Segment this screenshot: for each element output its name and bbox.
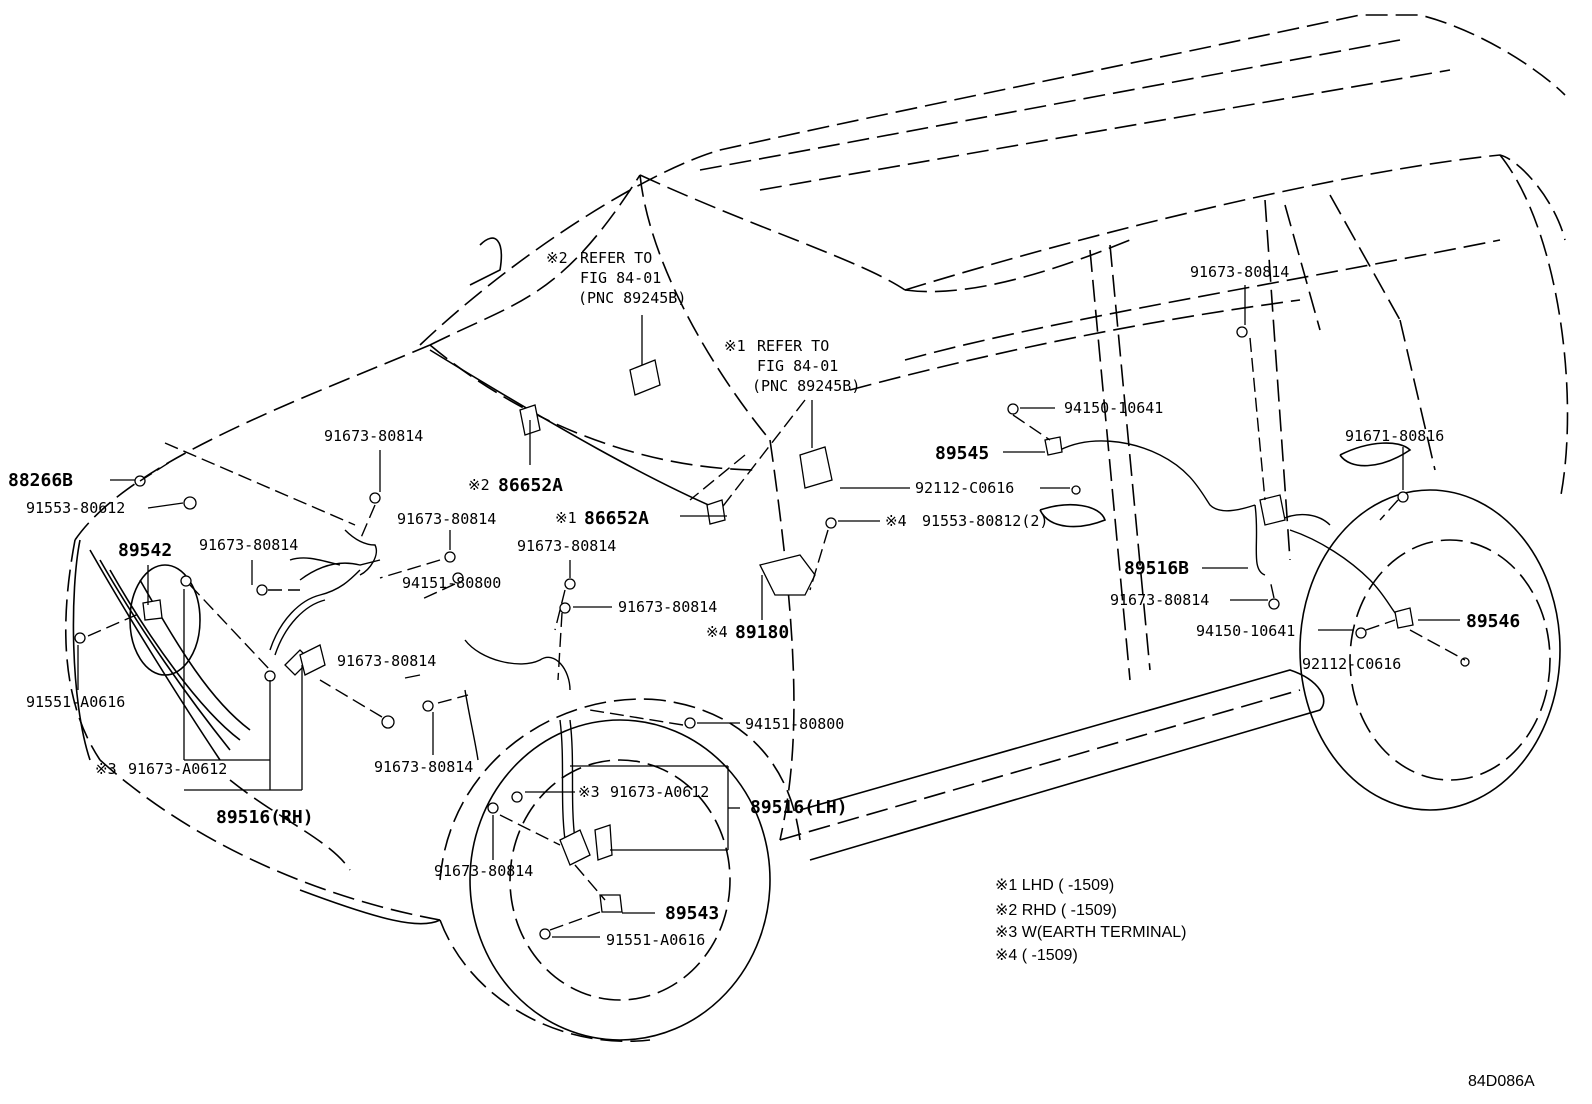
label-91551-A0616-left[interactable]: 91551-A0616: [26, 693, 125, 711]
mark-1-86652A: ※1: [555, 509, 577, 527]
refer2-line3: (PNC 89245B): [578, 289, 686, 307]
note-3: ※3 W(EARTH TERMINAL): [995, 924, 1187, 941]
refer2-line2: FIG 84-01: [580, 269, 661, 287]
label-94150-10641-b[interactable]: 94150-10641: [1196, 622, 1295, 640]
note-1: ※1 LHD ( -1509): [995, 877, 1114, 894]
mark-4-91553: ※4: [885, 512, 907, 530]
label-91673-80814-e[interactable]: 91673-80814: [618, 598, 717, 616]
wire-harness-front-rh: [269, 529, 381, 676]
mark-3-rh: ※3: [95, 760, 117, 778]
label-89516-lh[interactable]: 89516(LH): [750, 797, 848, 818]
label-89516-rh[interactable]: 89516(RH): [216, 807, 314, 828]
refer1-line1: REFER TO: [757, 337, 829, 355]
mark-2-refer: ※2: [546, 249, 568, 267]
label-92112-C0616-b[interactable]: 92112-C0616: [1302, 655, 1401, 673]
label-89545[interactable]: 89545: [935, 443, 989, 464]
label-89543[interactable]: 89543: [665, 903, 719, 924]
label-91671-80816[interactable]: 91671-80816: [1345, 427, 1444, 445]
label-94151-80800-b[interactable]: 94151-80800: [745, 715, 844, 733]
refer1-line2: FIG 84-01: [757, 357, 838, 375]
label-89542[interactable]: 89542: [118, 540, 172, 561]
label-94150-10641-a[interactable]: 94150-10641: [1064, 399, 1163, 417]
label-91673-80814-f[interactable]: 91673-80814: [337, 652, 436, 670]
mark-2-86652A: ※2: [468, 476, 490, 494]
leader-lines: [77, 285, 1466, 938]
label-91673-80814-g[interactable]: 91673-80814: [374, 758, 473, 776]
small-parts: [74, 326, 1470, 940]
wire-harness-front-lh: [464, 639, 623, 913]
mark-3-lh: ※3: [578, 783, 600, 801]
mark-1-refer: ※1: [724, 337, 746, 355]
label-86652A-2[interactable]: 86652A: [498, 475, 563, 496]
note-2: ※2 RHD ( -1509): [995, 902, 1117, 919]
refer2-line1: REFER TO: [580, 249, 652, 267]
label-92112-C0616-a[interactable]: 92112-C0616: [915, 479, 1014, 497]
label-91673-80814-top[interactable]: 91673-80814: [1190, 263, 1289, 281]
label-89516B[interactable]: 89516B: [1124, 558, 1189, 579]
label-91673-80814-d[interactable]: 91673-80814: [517, 537, 616, 555]
figure-id: 84D086A: [1468, 1073, 1535, 1090]
part-labels: 88266B 91553-80612 89542 91551-A0616 ※3 …: [8, 249, 1520, 949]
label-91673-80814-b[interactable]: 91673-80814: [397, 510, 496, 528]
label-91553-80812[interactable]: 91553-80812(2): [922, 512, 1048, 530]
label-88266B[interactable]: 88266B: [8, 470, 73, 491]
label-91673-A0612-rh[interactable]: 91673-A0612: [128, 760, 227, 778]
label-91553-80612[interactable]: 91553-80612: [26, 499, 125, 517]
label-89546[interactable]: 89546: [1466, 611, 1520, 632]
mark-4-89180: ※4: [706, 623, 728, 641]
wire-harness-rear: [1044, 436, 1414, 629]
label-91673-80814-h[interactable]: 91673-80814: [434, 862, 533, 880]
label-91673-80814-a[interactable]: 91673-80814: [324, 427, 423, 445]
vehicle-outline: [64, 14, 1569, 1042]
label-94151-80800-a[interactable]: 94151-80800: [402, 574, 501, 592]
label-91551-A0616-right[interactable]: 91551-A0616: [606, 931, 705, 949]
label-91673-80814-r[interactable]: 91673-80814: [1110, 591, 1209, 609]
note-4: ※4 ( -1509): [995, 947, 1078, 964]
label-86652A-1[interactable]: 86652A: [584, 508, 649, 529]
label-91673-A0612-lh[interactable]: 91673-A0612: [610, 783, 709, 801]
label-91673-80814-c[interactable]: 91673-80814: [199, 536, 298, 554]
refer1-line3: (PNC 89245B): [752, 377, 860, 395]
notes-legend: ※1 LHD ( -1509) ※2 RHD ( -1509) ※3 W(EAR…: [995, 877, 1187, 964]
label-89180[interactable]: 89180: [735, 622, 789, 643]
